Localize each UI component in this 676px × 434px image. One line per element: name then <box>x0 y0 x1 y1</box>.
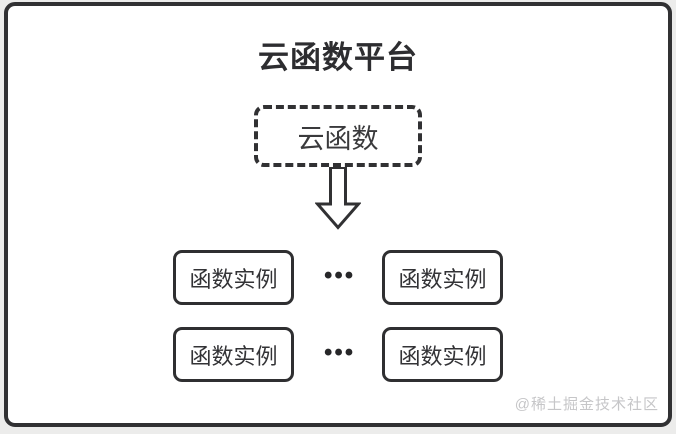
down-arrow-icon <box>314 166 362 230</box>
instance-box-label: 函数实例 <box>189 343 278 369</box>
watermark: @稀土掘金技术社区 <box>514 396 659 413</box>
instance-box: 函数实例 <box>382 250 503 305</box>
ellipsis-dots: ••• <box>324 338 356 366</box>
instance-row-1: 函数实例 ••• 函数实例 <box>8 250 668 305</box>
instance-box: 函数实例 <box>382 327 503 382</box>
cloud-function-label: 云函数 <box>297 123 379 154</box>
cloud-function-box: 云函数 <box>254 105 422 167</box>
diagram-title: 云函数平台 <box>258 40 418 75</box>
instance-box-label: 函数实例 <box>189 266 278 292</box>
instance-box: 函数实例 <box>173 250 294 305</box>
instance-box-label: 函数实例 <box>398 343 487 369</box>
ellipsis-dots: ••• <box>324 261 356 289</box>
instance-row-2: 函数实例 ••• 函数实例 <box>8 327 668 382</box>
instance-box-label: 函数实例 <box>398 266 487 292</box>
instance-box: 函数实例 <box>173 327 294 382</box>
diagram-frame: 云函数平台 云函数 函数实例 ••• 函数实例 函数实例 ••• 函数实例 @稀… <box>4 2 672 427</box>
